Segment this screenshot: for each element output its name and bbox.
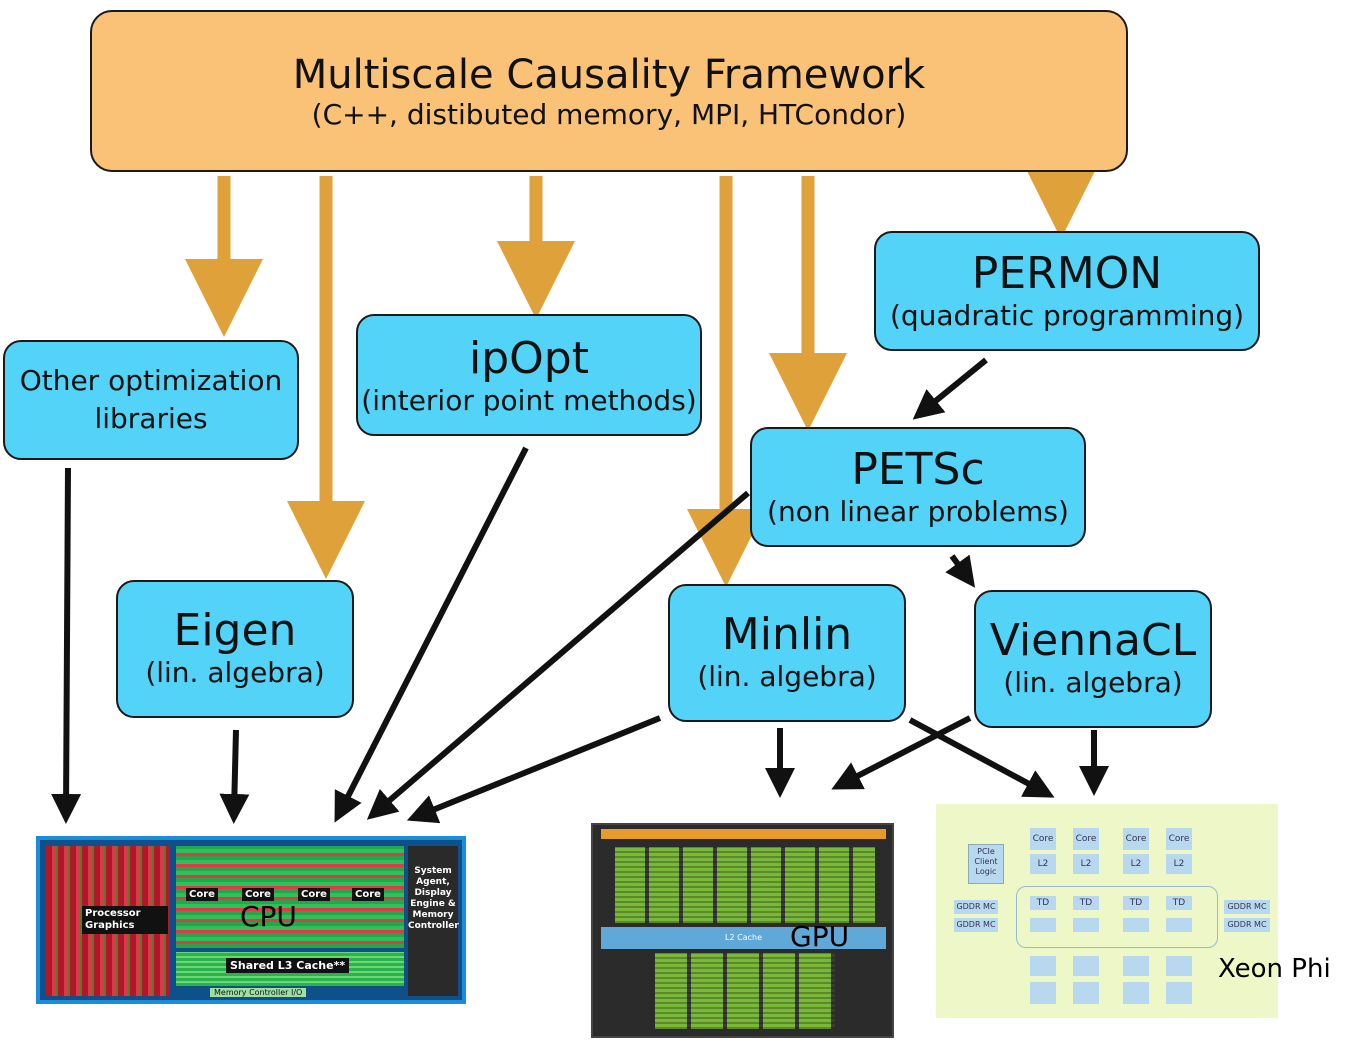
xeon-phi-image: PCIe Client Logic GDDR MC GDDR MC GDDR M… bbox=[936, 804, 1278, 1018]
cpu-core-label-1: Core bbox=[186, 888, 218, 901]
xeon-phi-label: Xeon Phi bbox=[1218, 954, 1331, 984]
arrow-petsc-to-cpu bbox=[366, 490, 750, 820]
cpu-system-agent: System Agent, Display Engine & Memory Co… bbox=[408, 846, 459, 996]
xeon-l2-1: L2 bbox=[1030, 854, 1056, 874]
xeon-gddr-right-1: GDDR MC bbox=[1224, 900, 1270, 914]
cpu-core-label-3: Core bbox=[298, 888, 330, 901]
petsc-desc: (non linear problems) bbox=[767, 495, 1069, 528]
framework-subtitle: (C++, distibuted memory, MPI, HTCondor) bbox=[311, 98, 907, 131]
eigen-box: Eigen (lin. algebra) bbox=[116, 580, 354, 718]
xeon-core-5 bbox=[1030, 982, 1056, 1004]
gpu-die-image: L2 Cache bbox=[591, 823, 894, 1038]
xeon-td-4: TD bbox=[1166, 896, 1192, 910]
xeon-l2-5 bbox=[1030, 956, 1056, 976]
framework-box: Multiscale Causality Framework (C++, dis… bbox=[90, 10, 1128, 172]
xeon-td-1: TD bbox=[1030, 896, 1056, 910]
ipopt-desc: (interior point methods) bbox=[361, 384, 697, 417]
xeon-core-7 bbox=[1123, 982, 1149, 1004]
gpu-sm-row-2 bbox=[655, 953, 835, 1029]
arrow-viennacl-to-gpu bbox=[831, 715, 972, 790]
eigen-desc: (lin. algebra) bbox=[145, 656, 325, 689]
gpu-sm-row-1 bbox=[615, 847, 875, 923]
arrow-permon-to-petsc bbox=[912, 357, 988, 420]
xeon-l2-7 bbox=[1123, 956, 1149, 976]
xeon-core-3: Core bbox=[1123, 828, 1149, 850]
xeon-core-6 bbox=[1073, 982, 1099, 1004]
cpu-label: CPU bbox=[240, 900, 297, 933]
cpu-die-image: Processor Graphics Core Core Core Core S… bbox=[36, 836, 466, 1004]
petsc-box: PETSc (non linear problems) bbox=[750, 427, 1086, 547]
xeon-l2-4: L2 bbox=[1166, 854, 1192, 874]
arrow-other-to-cpu bbox=[51, 467, 82, 824]
gpu-l2-cache: L2 Cache bbox=[601, 927, 886, 949]
minlin-desc: (lin. algebra) bbox=[697, 660, 877, 693]
xeon-l2-6 bbox=[1073, 956, 1099, 976]
ipopt-box: ipOpt (interior point methods) bbox=[356, 314, 702, 436]
permon-name: PERMON bbox=[971, 248, 1163, 299]
viennacl-desc: (lin. algebra) bbox=[1003, 666, 1183, 699]
xeon-core-2: Core bbox=[1073, 828, 1099, 850]
cpu-l3-label: Shared L3 Cache** bbox=[226, 958, 350, 973]
arrow-eigen-to-cpu bbox=[219, 729, 250, 824]
xeon-td-6 bbox=[1073, 918, 1099, 932]
xeon-core-8 bbox=[1166, 982, 1192, 1004]
other-libraries-line2: libraries bbox=[94, 402, 208, 435]
xeon-gddr-left-2: GDDR MC bbox=[954, 918, 998, 932]
cpu-mem-io-label: Memory Controller I/O bbox=[210, 988, 307, 997]
permon-desc: (quadratic programming) bbox=[889, 299, 1245, 332]
petsc-name: PETSc bbox=[851, 444, 985, 495]
xeon-l2-3: L2 bbox=[1123, 854, 1149, 874]
xeon-td-8 bbox=[1166, 918, 1192, 932]
xeon-td-2: TD bbox=[1073, 896, 1099, 910]
other-libraries-box: Other optimization libraries bbox=[3, 340, 299, 460]
ipopt-name: ipOpt bbox=[469, 333, 589, 384]
viennacl-box: ViennaCL (lin. algebra) bbox=[974, 590, 1212, 728]
arrow-minlin-to-cpu bbox=[406, 715, 662, 824]
xeon-l2-2: L2 bbox=[1073, 854, 1099, 874]
framework-title: Multiscale Causality Framework bbox=[292, 52, 926, 98]
other-libraries-line1: Other optimization bbox=[19, 364, 283, 397]
gpu-label: GPU bbox=[790, 920, 850, 953]
cpu-graphics-label: Processor Graphics bbox=[82, 906, 168, 934]
xeon-core-1: Core bbox=[1030, 828, 1056, 850]
gpu-top-bar bbox=[601, 829, 886, 839]
xeon-core-4: Core bbox=[1166, 828, 1192, 850]
cpu-core-label-2: Core bbox=[242, 888, 274, 901]
arrow-petsc-to-viennacl bbox=[945, 554, 976, 588]
viennacl-name: ViennaCL bbox=[989, 615, 1197, 666]
xeon-ring bbox=[1016, 886, 1218, 948]
xeon-gddr-right-2: GDDR MC bbox=[1224, 918, 1270, 932]
arrow-ipopt-to-cpu bbox=[334, 446, 529, 823]
xeon-td-5 bbox=[1030, 918, 1056, 932]
minlin-box: Minlin (lin. algebra) bbox=[668, 584, 906, 722]
eigen-name: Eigen bbox=[173, 605, 297, 656]
xeon-l2-8 bbox=[1166, 956, 1192, 976]
xeon-pcie-block: PCIe Client Logic bbox=[968, 844, 1004, 884]
arrow-minlin-to-xeon bbox=[908, 717, 1055, 798]
permon-box: PERMON (quadratic programming) bbox=[874, 231, 1260, 351]
xeon-td-3: TD bbox=[1123, 896, 1149, 910]
minlin-name: Minlin bbox=[721, 609, 853, 660]
xeon-td-7 bbox=[1123, 918, 1149, 932]
cpu-core-label-4: Core bbox=[352, 888, 384, 901]
xeon-gddr-left-1: GDDR MC bbox=[954, 900, 998, 914]
